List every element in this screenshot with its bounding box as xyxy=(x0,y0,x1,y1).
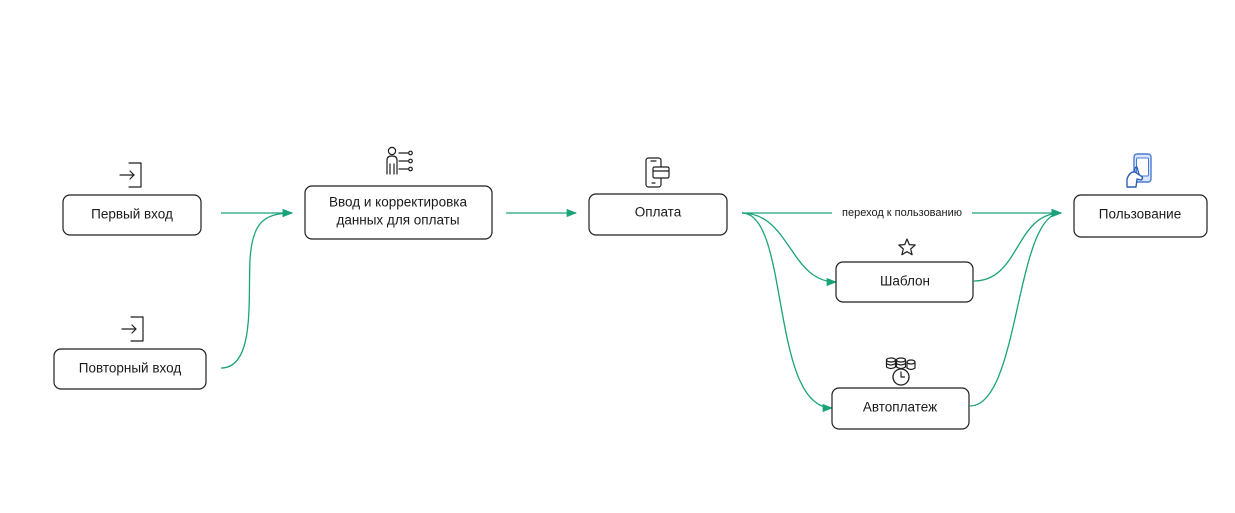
node-autopay-label: Автоплатеж xyxy=(863,400,937,415)
node-template[interactable]: Шаблон xyxy=(835,261,974,303)
hand-phone-icon xyxy=(1126,153,1152,188)
node-template-label: Шаблон xyxy=(880,274,930,289)
edge-template-to-usage xyxy=(973,208,1063,282)
edge-repeat-login-to-data-entry xyxy=(220,208,294,369)
node-repeat-login[interactable]: Повторный вход xyxy=(53,348,207,390)
edge-payment-to-autopay xyxy=(741,212,834,413)
node-usage[interactable]: Пользование xyxy=(1073,194,1208,238)
node-autopay[interactable]: Автоплатеж xyxy=(831,387,970,430)
node-first-login[interactable]: Первый вход xyxy=(62,194,202,236)
login-icon xyxy=(119,162,142,188)
coins-clock-icon xyxy=(885,357,916,386)
node-repeat-login-label: Повторный вход xyxy=(79,361,182,376)
person-data-icon xyxy=(386,146,413,175)
node-data-entry-label-line2: данных для оплаты xyxy=(336,213,459,228)
edge-autopay-to-usage xyxy=(969,208,1063,407)
node-data-entry[interactable]: Ввод и корректировка данных для оплаты xyxy=(304,185,493,240)
edge-payment-to-template xyxy=(741,212,838,287)
node-payment-label: Оплата xyxy=(635,205,682,220)
node-usage-label: Пользование xyxy=(1099,207,1181,222)
node-first-login-label: Первый вход xyxy=(91,207,173,222)
edge-label-background xyxy=(832,205,972,221)
phone-card-icon xyxy=(645,157,670,188)
edge-label-payment-to-usage: переход к пользованию xyxy=(842,207,962,219)
node-data-entry-label-line1: Ввод и корректировка xyxy=(329,195,467,210)
star-icon xyxy=(898,238,916,256)
login-icon xyxy=(121,316,144,342)
node-payment[interactable]: Оплата xyxy=(588,193,728,236)
edges: переход к пользованию xyxy=(220,205,1063,413)
